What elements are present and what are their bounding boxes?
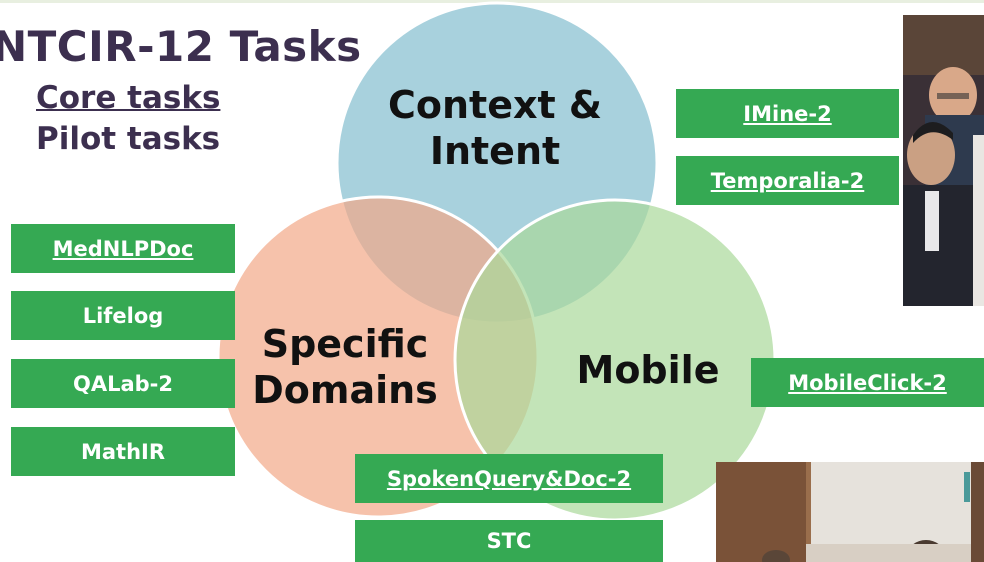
- slide-title: NTCIR-12 Tasks: [0, 22, 362, 71]
- photo-room-graphic: [716, 462, 984, 562]
- task-temporalia-label: Temporalia-2: [710, 168, 865, 193]
- legend-pilot-tasks: Pilot tasks: [36, 121, 221, 157]
- legend-core-tasks: Core tasks: [36, 80, 221, 116]
- task-mathir[interactable]: MathIR: [11, 427, 235, 476]
- photo-people-graphic: [903, 15, 984, 306]
- task-lifelog-label: Lifelog: [82, 303, 164, 328]
- venn-label-specific-line-1: Specific: [261, 322, 429, 366]
- task-mobileclick-label: MobileClick-2: [788, 370, 947, 395]
- task-mobileclick[interactable]: MobileClick-2: [751, 358, 984, 407]
- venn-label-context-text: Context &Intent: [385, 83, 605, 174]
- task-qalab-label: QALab-2: [72, 371, 174, 396]
- task-imine[interactable]: IMine-2: [676, 89, 899, 138]
- venn-label-context-line-2: Intent: [429, 128, 561, 173]
- task-temporalia[interactable]: Temporalia-2: [676, 156, 899, 205]
- venn-label-specific-line-2: Domains: [252, 367, 438, 412]
- attendee-photo-right: [903, 15, 984, 306]
- audience-photo-bottom: [716, 462, 984, 562]
- task-mathir-label: MathIR: [80, 439, 166, 464]
- task-imine-label: IMine-2: [743, 101, 832, 126]
- task-spokenquery-label: SpokenQuery&Doc-2: [386, 466, 632, 491]
- task-stc[interactable]: STC: [355, 520, 663, 562]
- task-mednlpdoc[interactable]: MedNLPDoc: [11, 224, 235, 273]
- task-mednlpdoc-label: MedNLPDoc: [52, 236, 194, 261]
- venn-label-context: Context &Intent: [385, 83, 605, 174]
- task-qalab[interactable]: QALab-2: [11, 359, 235, 408]
- venn-label-mobile: Mobile: [576, 348, 720, 392]
- task-spokenquery[interactable]: SpokenQuery&Doc-2: [355, 454, 663, 503]
- top-divider: [0, 0, 984, 3]
- task-lifelog[interactable]: Lifelog: [11, 291, 235, 340]
- task-stc-label: STC: [486, 529, 532, 553]
- venn-label-context-line-1: Context &: [387, 83, 603, 127]
